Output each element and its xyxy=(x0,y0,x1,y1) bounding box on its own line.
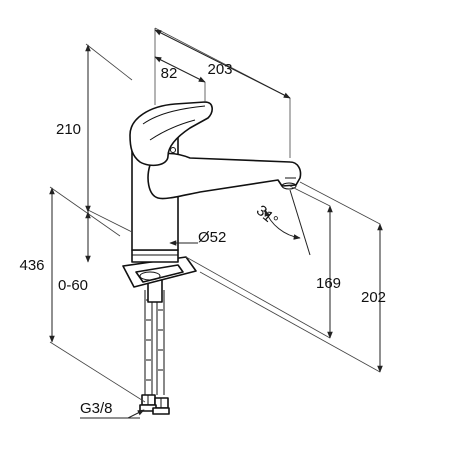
dim-label-31-degrees: 31° xyxy=(253,202,281,230)
aerator xyxy=(281,182,297,190)
dim-label-203: 203 xyxy=(207,61,232,78)
dim-label-169: 169 xyxy=(316,275,341,292)
lever-handle xyxy=(129,101,213,167)
hose-fittings xyxy=(139,394,170,415)
dimension-lines xyxy=(49,27,383,419)
spout xyxy=(147,152,302,200)
indicator-dot xyxy=(170,147,176,153)
dim-label-436: 436 xyxy=(19,257,44,274)
faucet-body xyxy=(122,101,302,415)
dim-label-202: 202 xyxy=(361,289,386,306)
dim-label-diameter-52: Ø52 xyxy=(198,229,226,246)
base-plate xyxy=(122,256,197,288)
dim-label-0-60: 0-60 xyxy=(58,277,88,294)
dimension-labels: 82 203 210 Ø52 436 0-60 31° 169 202 G3/8 xyxy=(19,61,386,417)
supply-hoses xyxy=(144,290,165,395)
dim-label-210: 210 xyxy=(56,121,81,138)
body-collar xyxy=(131,249,179,263)
dim-label-g3-8: G3/8 xyxy=(80,400,113,417)
dim-label-82: 82 xyxy=(161,65,178,82)
